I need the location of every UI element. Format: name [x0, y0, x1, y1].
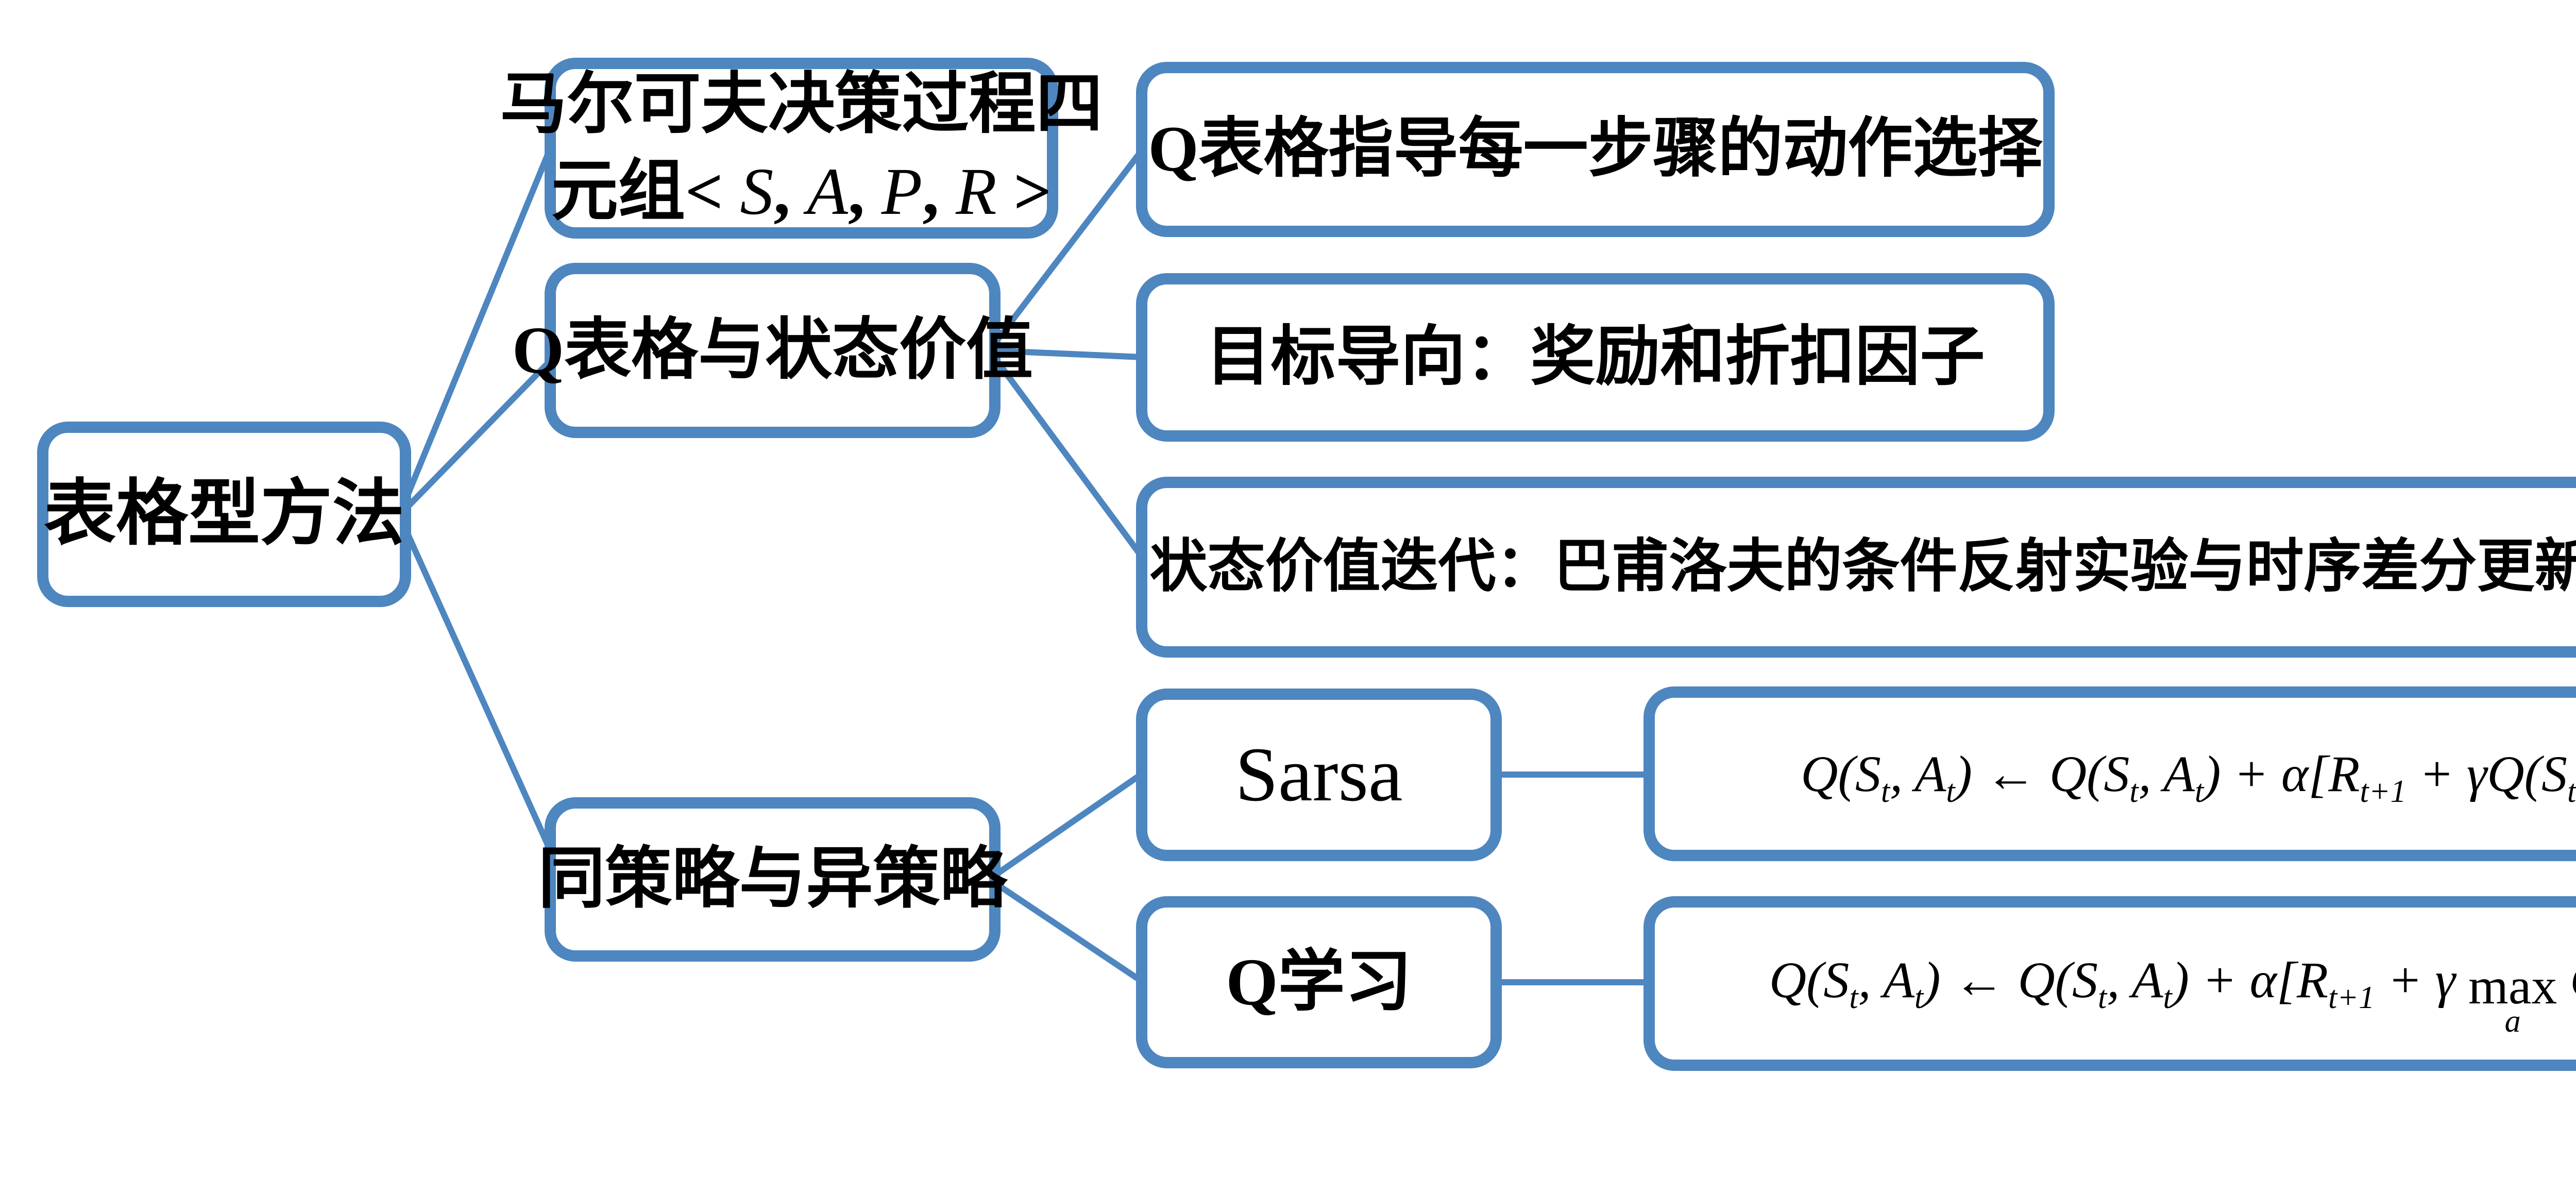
node-tabular-methods-label: 表格型方法: [44, 474, 405, 554]
node-qtable-guides-actions-label: Q表格指导每一步骤的动作选择: [1148, 113, 2043, 186]
node-on-off-policy: 同策略与异策略: [538, 797, 1007, 962]
node-on-off-policy-label: 同策略与异策略: [538, 842, 1007, 916]
node-sarsa: Sarsa: [1136, 689, 1502, 861]
node-mdp-tuple: 马尔可夫决策过程四 元组< S, A, P, R >: [500, 58, 1103, 239]
connector-qtable-qguide: [986, 147, 1145, 354]
node-qtable-state-value-label: Q表格与状态价值: [512, 313, 1033, 388]
connector-qtable-goal: [986, 347, 1145, 360]
connector-policy-qlearn: [986, 876, 1145, 984]
node-qtable-guides-actions: Q表格指导每一步骤的动作选择: [1136, 62, 2055, 237]
sarsa-update-formula: Q(St, At) ← Q(St, At) + α[Rt+1 + γQ(St+1…: [1801, 745, 2576, 809]
node-qlearning: Q学习: [1136, 896, 1502, 1068]
node-sarsa-update-formula: Q(St, At) ← Q(St, At) + α[Rt+1 + γQ(St+1…: [1643, 686, 2576, 861]
node-mdp-tuple-label-line1: 马尔可夫决策过程四: [500, 67, 1103, 142]
connector-root-qtable: [396, 358, 553, 518]
node-goal-oriented-label: 目标导向：奖励和折扣因子: [1206, 321, 1985, 393]
connector-policy-sarsa: [986, 771, 1145, 882]
connector-root-mdp: [396, 145, 553, 518]
node-qtable-state-value: Q表格与状态价值: [512, 263, 1033, 438]
node-state-value-iteration-label: 状态价值迭代：巴甫洛夫的条件反射实验与时序差分更新: [1149, 534, 2576, 599]
node-state-value-iteration: 状态价值迭代：巴甫洛夫的条件反射实验与时序差分更新: [1136, 477, 2576, 658]
connector-qtable-valueiter: [986, 347, 1145, 560]
connector-root-policy: [396, 512, 553, 853]
node-sarsa-label: Sarsa: [1235, 732, 1403, 817]
node-mdp-tuple-label-line2: 元组< S, A, P, R >: [551, 154, 1052, 229]
node-qlearning-label: Q学习: [1226, 945, 1412, 1019]
node-tabular-methods: 表格型方法: [37, 422, 411, 607]
node-goal-oriented: 目标导向：奖励和折扣因子: [1136, 273, 2055, 442]
